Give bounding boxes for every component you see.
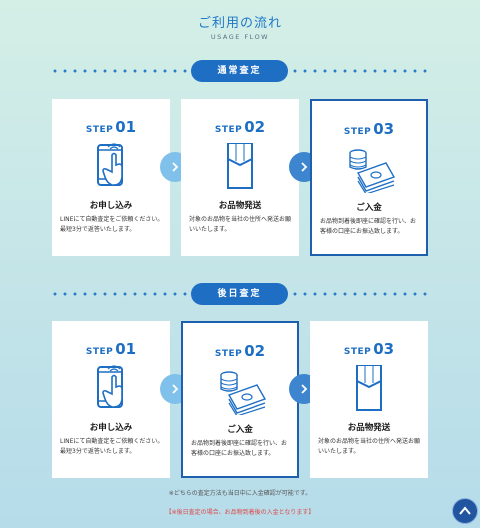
step-title: お品物発送 xyxy=(218,201,262,211)
section-label-later: 後日査定 xyxy=(191,283,288,305)
scroll-to-top-button[interactable] xyxy=(452,498,478,524)
footer-warning: 【※後日査定の場合、お品物到着後の入金となります】 xyxy=(165,509,315,516)
step-description: LINEにて自動査定をご依頼ください。最短3分で返答いたします。 xyxy=(60,216,164,233)
footer-note: ※どちらの査定方法も当日中に入金確認が可能です。 xyxy=(168,490,312,497)
chevron-up-icon xyxy=(459,506,471,515)
envelope-icon xyxy=(227,143,253,189)
step-title: お品物発送 xyxy=(347,423,391,433)
step-title: お申し込み xyxy=(89,201,133,211)
step-title: ご入金 xyxy=(227,425,253,435)
step-description: 対象のお品物を当社の住所へ発送お願いいたします。 xyxy=(189,216,292,233)
step-description: 対象のお品物を当社の住所へ発送お願いいたします。 xyxy=(318,438,421,455)
money-icon xyxy=(349,149,396,193)
step-description: LINEにて自動査定をご依頼ください。最短3分で返答いたします。 xyxy=(60,438,164,455)
envelope-icon xyxy=(356,365,382,411)
step-description: お品物到着後即座に確認を行い、お客様の口座にお振込致します。 xyxy=(191,440,288,457)
step-title: ご入金 xyxy=(356,203,382,213)
money-icon xyxy=(220,371,267,415)
section-label-normal: 通常査定 xyxy=(191,60,288,82)
step-title: お申し込み xyxy=(89,423,133,433)
step-description: お品物到着後即座に確認を行い、お客様の口座にお振込致します。 xyxy=(320,218,417,235)
smartphone-tap-icon xyxy=(97,365,123,408)
page-subtitle: USAGE FLOW xyxy=(210,33,270,41)
smartphone-tap-icon xyxy=(97,143,123,186)
page-title: ご利用の流れ xyxy=(197,16,282,31)
